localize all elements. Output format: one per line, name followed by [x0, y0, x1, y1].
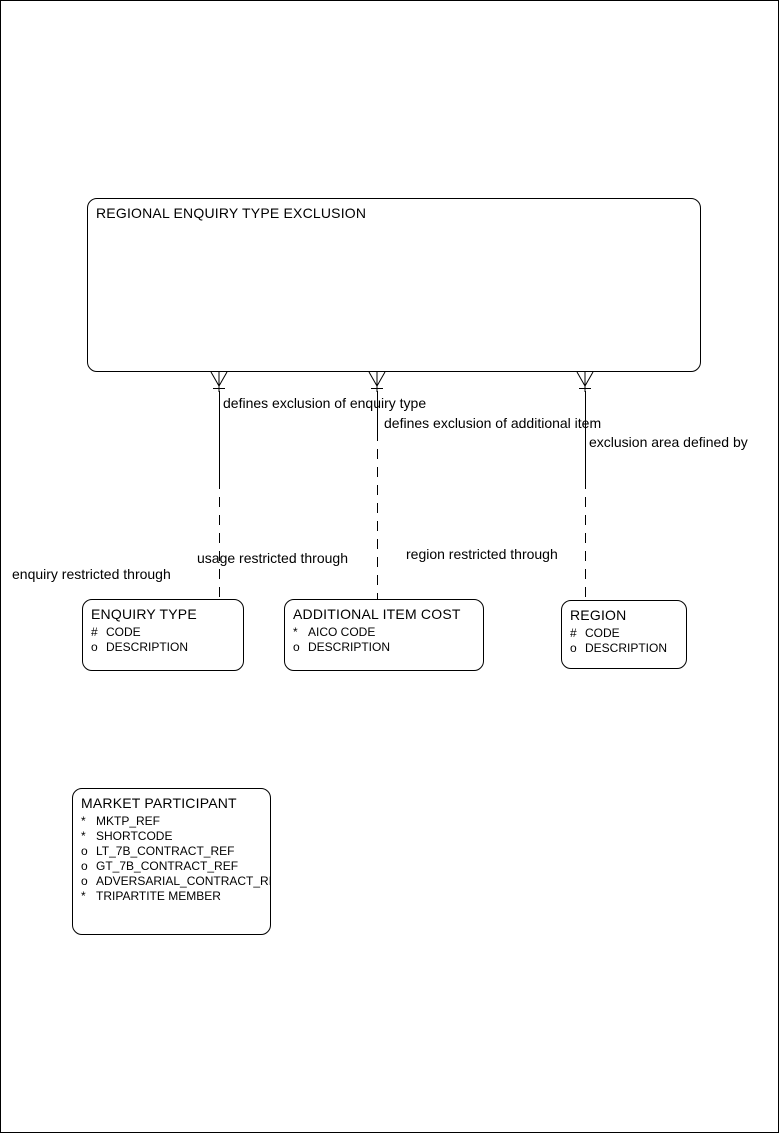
attribute-row: * MKTP_REF [73, 814, 270, 829]
connector-region-dashed [585, 479, 586, 600]
attribute-row: o DESCRIPTION [562, 641, 686, 656]
attribute-row: o ADVERSARIAL_CONTRACT_REF [73, 874, 270, 889]
attribute-name: LT_7B_CONTRACT_REF [96, 844, 235, 858]
crow-foot-icon [576, 371, 594, 392]
connector-enquiry-type-solid [219, 391, 220, 479]
attribute-prefix: o [81, 859, 88, 873]
crow-foot-icon [368, 371, 386, 392]
attribute-row: * SHORTCODE [73, 829, 270, 844]
attribute-row: o DESCRIPTION [83, 640, 243, 655]
connector-enquiry-type-dashed [219, 479, 220, 599]
attribute-row: o LT_7B_CONTRACT_REF [73, 844, 270, 859]
attribute-prefix: o [570, 641, 577, 655]
crow-foot-icon [210, 371, 228, 392]
attribute-row: # CODE [562, 626, 686, 641]
attribute-row: * AICO CODE [285, 625, 483, 640]
attribute-prefix: o [81, 844, 88, 858]
entity-title: MARKET PARTICIPANT [81, 795, 237, 811]
entity-regional-enquiry-type-exclusion: REGIONAL ENQUIRY TYPE EXCLUSION [87, 198, 701, 372]
attribute-row: # CODE [83, 625, 243, 640]
entity-title: REGIONAL ENQUIRY TYPE EXCLUSION [96, 205, 367, 221]
relationship-label-enquiry-restricted-through: enquiry restricted through [12, 566, 171, 582]
attribute-prefix: o [91, 640, 98, 654]
attribute-name: DESCRIPTION [585, 641, 668, 655]
attribute-name: AICO CODE [308, 625, 376, 639]
entity-enquiry-type: ENQUIRY TYPE # CODE o DESCRIPTION [82, 599, 244, 671]
attribute-name: CODE [585, 626, 620, 640]
entity-additional-item-cost: ADDITIONAL ITEM COST * AICO CODE o DESCRIP… [284, 599, 484, 671]
relationship-label-usage-restricted-through: usage restricted through [197, 550, 348, 566]
entity-title: REGION [570, 607, 627, 623]
relationship-label-exclusion-area-defined-by: exclusion area defined by [589, 434, 748, 450]
entity-title: ADDITIONAL ITEM COST [293, 606, 461, 622]
attribute-prefix: * [293, 625, 298, 639]
entity-region: REGION # CODE o DESCRIPTION [561, 600, 687, 669]
attribute-prefix: o [293, 640, 300, 654]
attribute-name: TRIPARTITE MEMBER [96, 889, 221, 903]
relationship-label-defines-exclusion-of-enquiry-type: defines exclusion of enquiry type [223, 395, 427, 411]
connector-region-solid [585, 391, 586, 479]
attribute-row: * TRIPARTITE MEMBER [73, 889, 270, 904]
attribute-name: ADVERSARIAL_CONTRACT_REF [96, 874, 271, 888]
relationship-label-defines-exclusion-of-additional-item: defines exclusion of additional item [384, 415, 602, 431]
attribute-name: MKTP_REF [96, 814, 161, 828]
attribute-prefix: * [81, 829, 86, 843]
attribute-name: CODE [106, 625, 141, 639]
connector-additional-item-cost-solid [377, 391, 378, 431]
attribute-row: o GT_7B_CONTRACT_REF [73, 859, 270, 874]
attribute-prefix: # [570, 626, 577, 640]
attribute-prefix: # [91, 625, 98, 639]
attribute-prefix: * [81, 889, 86, 903]
attribute-prefix: o [81, 874, 88, 888]
attribute-name: GT_7B_CONTRACT_REF [96, 859, 239, 873]
attribute-row: o DESCRIPTION [285, 640, 483, 655]
attribute-name: DESCRIPTION [106, 640, 189, 654]
connector-additional-item-cost-dashed [377, 431, 378, 599]
entity-market-participant: MARKET PARTICIPANT *MKTP_REF *SHORTCODE … [72, 788, 271, 935]
attribute-name: DESCRIPTION [308, 640, 391, 654]
attribute-prefix: * [81, 814, 86, 828]
entity-title: ENQUIRY TYPE [91, 606, 197, 622]
attribute-name: SHORTCODE [96, 829, 173, 843]
relationship-label-region-restricted-through: region restricted through [406, 546, 558, 562]
